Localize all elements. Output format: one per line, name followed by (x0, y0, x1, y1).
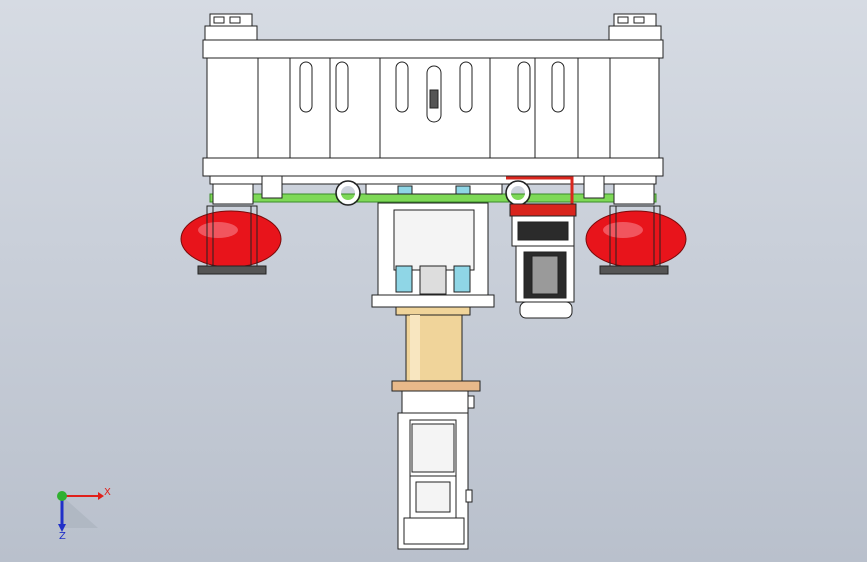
triad-x-label: X (104, 487, 111, 498)
triad-z-label: Z (59, 531, 66, 542)
right-tank (583, 175, 687, 275)
coordinate-triad (57, 491, 104, 532)
lifting-ring-left (335, 180, 361, 206)
top-left-bolt (204, 13, 258, 41)
triad-y-axis (57, 491, 67, 501)
lower-motor (397, 390, 475, 550)
left-tank (180, 175, 283, 275)
side-motor (506, 176, 577, 319)
central-gearbox (365, 183, 503, 308)
coupling-cylinder (391, 306, 481, 392)
housing-slots (299, 61, 565, 123)
top-right-bolt (608, 13, 662, 41)
